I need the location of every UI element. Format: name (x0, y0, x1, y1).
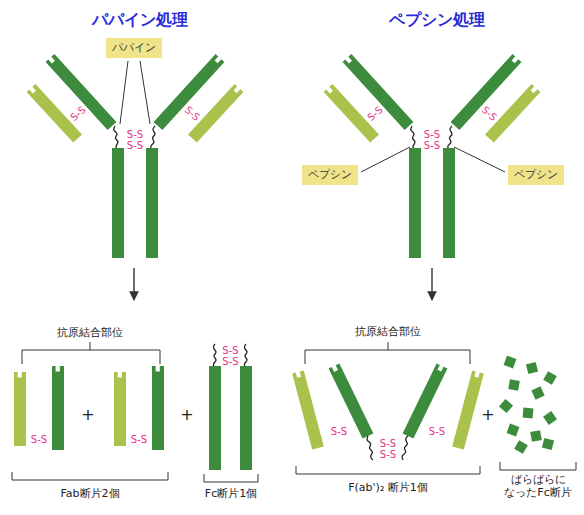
fc-piece (504, 356, 517, 369)
disulfide-bond: S-S (380, 449, 396, 461)
bracket (500, 462, 576, 470)
fc-piece (543, 371, 557, 385)
leader-line (454, 147, 505, 172)
enzyme-name: パパイン (112, 41, 156, 54)
heavy-chain (329, 363, 374, 438)
fc-piece (523, 408, 534, 419)
hinge-wave (402, 436, 408, 460)
disulfide-bond: S-S (479, 104, 499, 123)
light-chain (452, 371, 484, 450)
fragment-label: ばらばらに なったFc断片 (498, 474, 578, 499)
leader-line (140, 61, 150, 124)
enzyme-name: ペプシン (514, 168, 558, 181)
fc-piece (514, 440, 528, 454)
light-chain (292, 371, 324, 450)
fragment-label: Fc断片1個 (205, 488, 257, 501)
heavy-chain (112, 148, 124, 258)
heavy-chain (240, 366, 252, 470)
fragment-label: F(ab')₂ 断片1個 (348, 482, 428, 495)
bracket (296, 466, 480, 474)
site-label: 抗原結合部位 (57, 327, 123, 340)
heavy-chain (443, 148, 455, 258)
enzyme-name: ペプシン (308, 168, 352, 181)
process-arrow (133, 268, 134, 300)
hinge-wave (114, 126, 118, 150)
fc-piece (531, 386, 544, 399)
hinge-wave (367, 436, 373, 460)
fc-piece (499, 399, 513, 413)
disulfide-bond: S-S (68, 104, 88, 123)
enzyme-box: ペプシン (508, 165, 564, 184)
disulfide-bond: S-S (31, 434, 47, 446)
plus-sign: + (180, 406, 193, 424)
enzyme-box: ペプシン (302, 165, 358, 184)
panel-heading: ペプシン処理 (389, 11, 485, 29)
enzyme-box: パパイン (106, 38, 162, 57)
bracket (388, 342, 389, 350)
heavy-chain (52, 366, 64, 450)
light-chain (114, 372, 126, 446)
bracket (305, 350, 470, 364)
disulfide-bond: S-S (131, 434, 147, 446)
heavy-chain (403, 363, 448, 438)
fc-piece (530, 430, 542, 442)
hinge-wave (213, 344, 216, 368)
fc-piece (543, 411, 557, 425)
disulfide-bond: S-S (222, 356, 238, 368)
figure-group (12, 54, 576, 482)
fc-piece (526, 362, 538, 374)
site-label: 抗原結合部位 (355, 326, 421, 339)
leader-line (361, 147, 410, 172)
disulfide-bond: S-S (424, 129, 440, 141)
disulfide-bond: S-S (127, 129, 143, 141)
bracket (204, 474, 258, 482)
fragment-label: Fab断片2個 (60, 488, 119, 501)
fc-piece (507, 424, 520, 437)
process-arrow (431, 268, 432, 300)
heavy-chain (152, 366, 164, 450)
disulfide-bond: S-S (429, 426, 445, 438)
hinge-wave (448, 126, 452, 150)
panel-heading: パパイン処理 (92, 11, 188, 29)
heavy-chain (209, 366, 221, 470)
bracket (22, 350, 160, 364)
disulfide-bond: S-S (127, 140, 143, 152)
plus-sign: + (481, 406, 494, 424)
heavy-chain (146, 148, 158, 258)
disulfide-bond: S-S (222, 345, 238, 357)
light-chain (14, 372, 26, 446)
hinge-wave (411, 126, 415, 150)
leader-line (120, 61, 128, 124)
plus-sign: + (81, 406, 94, 424)
disulfide-bond: S-S (331, 426, 347, 438)
hinge-wave (244, 344, 247, 368)
disulfide-bond: S-S (380, 438, 396, 450)
disulfide-bond: S-S (182, 104, 202, 123)
bracket (12, 472, 168, 480)
fc-piece (508, 379, 520, 391)
hinge-wave (151, 126, 155, 150)
disulfide-bond: S-S (424, 140, 440, 152)
fc-piece (542, 438, 554, 450)
heavy-chain (409, 148, 421, 258)
bracket (90, 342, 91, 350)
disulfide-bond: S-S (365, 104, 385, 123)
